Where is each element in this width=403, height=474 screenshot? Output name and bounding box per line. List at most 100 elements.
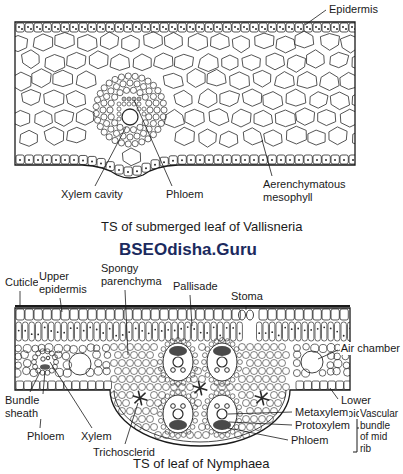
epidermis-cell — [277, 309, 285, 320]
chloroplast — [278, 335, 280, 337]
chloroplast — [181, 159, 183, 161]
mesophyll-cell — [76, 71, 96, 89]
epidermis-cell — [340, 155, 348, 164]
epidermis-cell — [268, 155, 276, 164]
chloroplast — [111, 28, 113, 30]
epidermis-cell — [214, 23, 222, 32]
epidermis-cell — [124, 167, 132, 176]
mesophyll-cell — [287, 55, 305, 72]
chloroplast — [153, 26, 155, 28]
parenchyma-cell — [275, 384, 282, 391]
bundle-cell — [139, 75, 145, 81]
bundle-sheath-cell — [181, 381, 186, 386]
leader-line — [30, 372, 40, 392]
parenchyma-cell — [131, 352, 138, 359]
mesophyll-cell — [198, 54, 218, 72]
bundle-sheath-cell — [158, 405, 163, 410]
chloroplast — [264, 28, 266, 30]
bundle-cell — [132, 141, 138, 147]
mesophyll-cell — [44, 127, 64, 145]
parenchyma-cell — [191, 392, 198, 399]
epidermis-cell — [16, 309, 24, 320]
parenchyma-cell — [267, 416, 274, 423]
epidermis-cell — [34, 309, 42, 320]
bundle-sheath-cell — [230, 429, 235, 434]
epidermis-cell — [223, 309, 231, 320]
chloroplast — [30, 28, 32, 30]
epidermis-cell — [97, 158, 105, 167]
parenchyma-cell — [259, 416, 266, 423]
parenchyma-cell — [147, 368, 154, 375]
chloroplast — [265, 332, 267, 334]
guard-cell — [239, 310, 246, 320]
bundle-sheath-cell — [186, 429, 191, 434]
bundle-cell — [147, 107, 153, 113]
epidermis-cell — [16, 155, 24, 164]
parenchyma-cell — [247, 424, 254, 431]
mesophyll-cell — [175, 127, 195, 145]
chloroplast — [91, 160, 93, 162]
palisade-cell — [296, 322, 301, 341]
epidermis-cell — [142, 23, 150, 32]
epidermis-cell — [25, 23, 33, 32]
chloroplast — [271, 159, 273, 161]
chloroplast — [122, 334, 124, 336]
mesophyll-cell — [242, 55, 261, 71]
chloroplast — [76, 327, 78, 329]
chloroplast — [96, 329, 98, 331]
mesophyll-cell — [362, 112, 382, 128]
chloroplast — [336, 28, 338, 30]
chloroplast — [127, 171, 129, 173]
bundle-cell — [113, 84, 119, 90]
bundle-cell — [160, 114, 166, 120]
epidermis-cell — [277, 155, 285, 164]
mesophyll-cell — [361, 32, 380, 50]
chloroplast — [120, 28, 122, 30]
mesophyll-cell — [222, 55, 238, 70]
epidermis-cell — [88, 156, 96, 165]
mesophyll-cell — [66, 91, 85, 108]
bundle-sheath-cell — [234, 425, 239, 430]
epidermis-cell — [106, 309, 114, 320]
parenchyma-cell — [147, 416, 154, 423]
chloroplast — [284, 327, 286, 329]
bundle-cell — [150, 93, 156, 99]
chloroplast — [237, 28, 239, 30]
parenchyma-cell — [275, 368, 282, 375]
chloroplast — [54, 26, 56, 28]
epidermis-cell — [151, 309, 159, 320]
bundle-sheath-cell — [202, 405, 207, 410]
palisade-cell — [88, 322, 93, 341]
palisade-cell — [42, 322, 47, 341]
leader-line — [125, 403, 138, 444]
parenchyma-cell — [263, 408, 270, 415]
bundle-sheath-cell — [225, 339, 230, 344]
mesophyll-cell — [330, 52, 349, 67]
part-label: Upper epidermis — [38, 270, 96, 295]
chloroplast — [282, 28, 284, 30]
phloem-cell — [137, 102, 141, 106]
chloroplast — [129, 28, 131, 30]
epidermis-cell — [295, 309, 303, 320]
palisade-cell — [309, 322, 314, 341]
chloroplast — [291, 328, 293, 330]
epidermis-cell — [178, 155, 186, 164]
phloem-cell — [142, 107, 146, 111]
bundle-cell — [160, 100, 166, 106]
bundle-sheath-cell — [161, 347, 166, 352]
palisade-cell — [211, 322, 216, 341]
mesophyll-cell — [164, 109, 184, 127]
bundle-sheath-cell — [234, 347, 239, 352]
bundle-cell — [107, 107, 113, 113]
epidermis-cell — [34, 155, 42, 164]
parenchyma-cell — [195, 432, 202, 439]
phloem-cell — [127, 102, 131, 106]
parenchyma-cell — [283, 352, 290, 359]
epidermis-cell — [331, 309, 339, 320]
bundle-cell — [117, 124, 123, 130]
phloem-cell — [127, 97, 131, 101]
palisade-cell — [315, 322, 320, 341]
leader-line — [125, 290, 128, 355]
chloroplast — [190, 159, 192, 161]
watermark: BSEOdisha.Guru — [118, 240, 258, 260]
